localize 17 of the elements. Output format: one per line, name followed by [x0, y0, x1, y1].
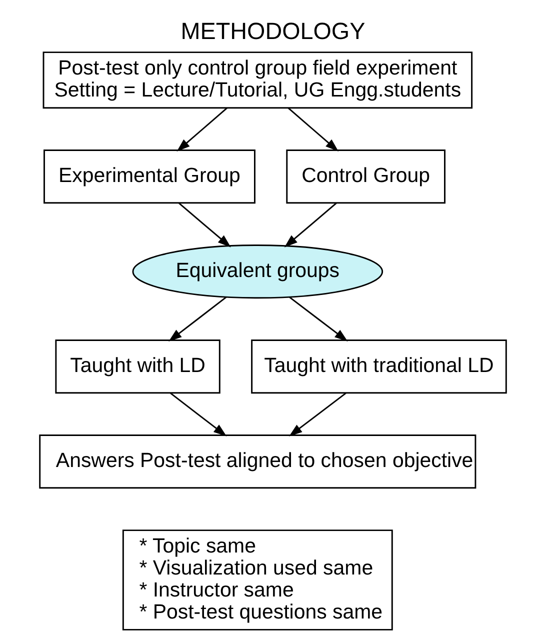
node-ellipse: Equivalent groups — [132, 244, 384, 299]
arrow — [284, 202, 337, 248]
arrow — [170, 392, 227, 436]
arrow — [288, 108, 339, 152]
node-box: Post-test only control group field experiment Setting = Lecture/Tutorial, UG Engg.students — [42, 52, 473, 109]
arrow — [176, 108, 228, 152]
arrow — [289, 296, 348, 342]
arrow — [289, 392, 346, 436]
diagram-title: METHODOLOGY — [180, 18, 366, 44]
arrow — [178, 202, 231, 248]
node-box: Experimental Group — [44, 150, 256, 204]
node-box: Control Group — [286, 150, 446, 204]
node-box: Taught with LD — [55, 340, 220, 394]
node-box: * Topic same * Visualization used same * Instructor same * Post-test questions same — [122, 530, 393, 630]
arrow — [168, 296, 227, 342]
node-box: Taught with traditional LD — [251, 340, 507, 394]
node-box: Answers Post-test aligned to chosen objective — [39, 434, 476, 489]
